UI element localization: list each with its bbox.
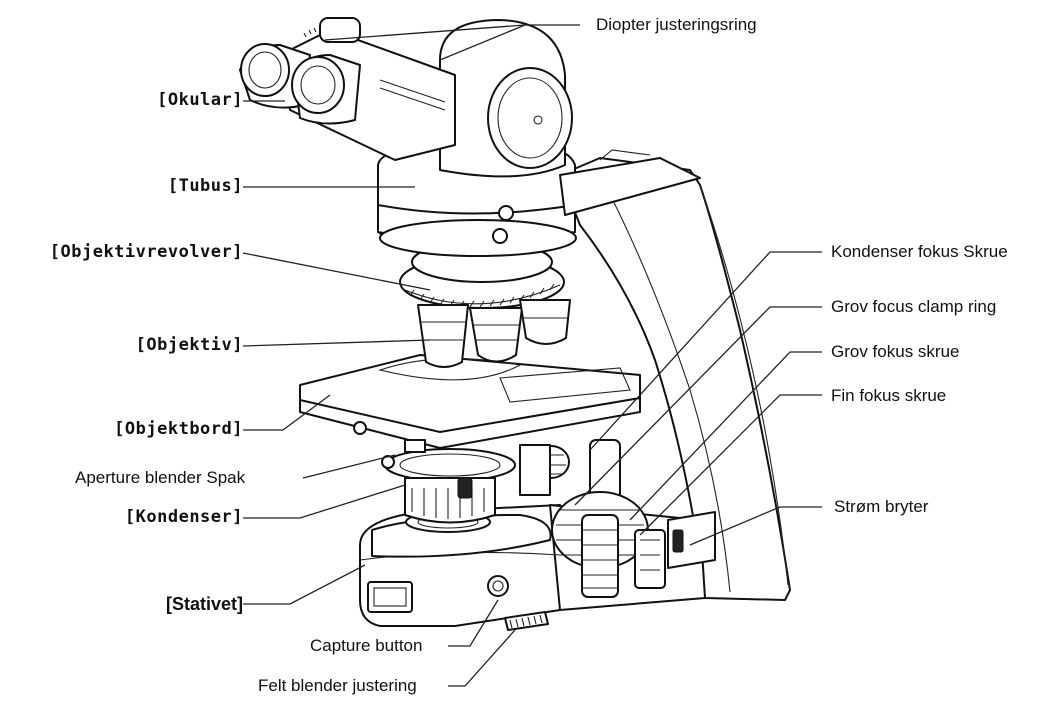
label-stage: [Objektbord]: [114, 419, 243, 439]
label-capture-button: Capture button: [310, 636, 423, 655]
objective-turret: [399, 241, 571, 368]
power-switch: [667, 511, 716, 569]
label-aperture-lever: Aperture blender Spak: [75, 468, 246, 487]
stage-platform: [299, 354, 641, 453]
camera-port: [439, 19, 573, 178]
label-condenser-focus-knob: Kondenser fokus Skrue: [831, 242, 1008, 261]
label-nosepiece: [Objektivrevolver]: [49, 242, 243, 262]
eyepiece-tubes: [239, 17, 456, 161]
microscope-base: [359, 504, 706, 631]
label-coarse-focus-knob: Grov fokus skrue: [831, 342, 960, 361]
condenser-unit: [381, 444, 570, 524]
label-field-diaphragm: Felt blender justering: [258, 676, 417, 695]
label-condenser: [Kondenser]: [124, 507, 243, 527]
leader-lines: [242, 24, 822, 687]
label-eyepiece: [Okular]: [157, 90, 243, 110]
label-coarse-focus-clamp: Grov focus clamp ring: [831, 297, 997, 316]
focus-knob-assembly: [551, 439, 666, 598]
label-tube: [Tubus]: [167, 176, 243, 196]
label-objective: [Objektiv]: [135, 335, 243, 355]
label-diopter-ring: Diopter justeringsring: [596, 15, 757, 34]
label-power-switch: Strøm bryter: [834, 497, 929, 516]
microscope-arm: [559, 157, 791, 601]
label-fine-focus-knob: Fin fokus skrue: [831, 386, 947, 405]
label-stand: [Stativet]: [165, 594, 243, 614]
